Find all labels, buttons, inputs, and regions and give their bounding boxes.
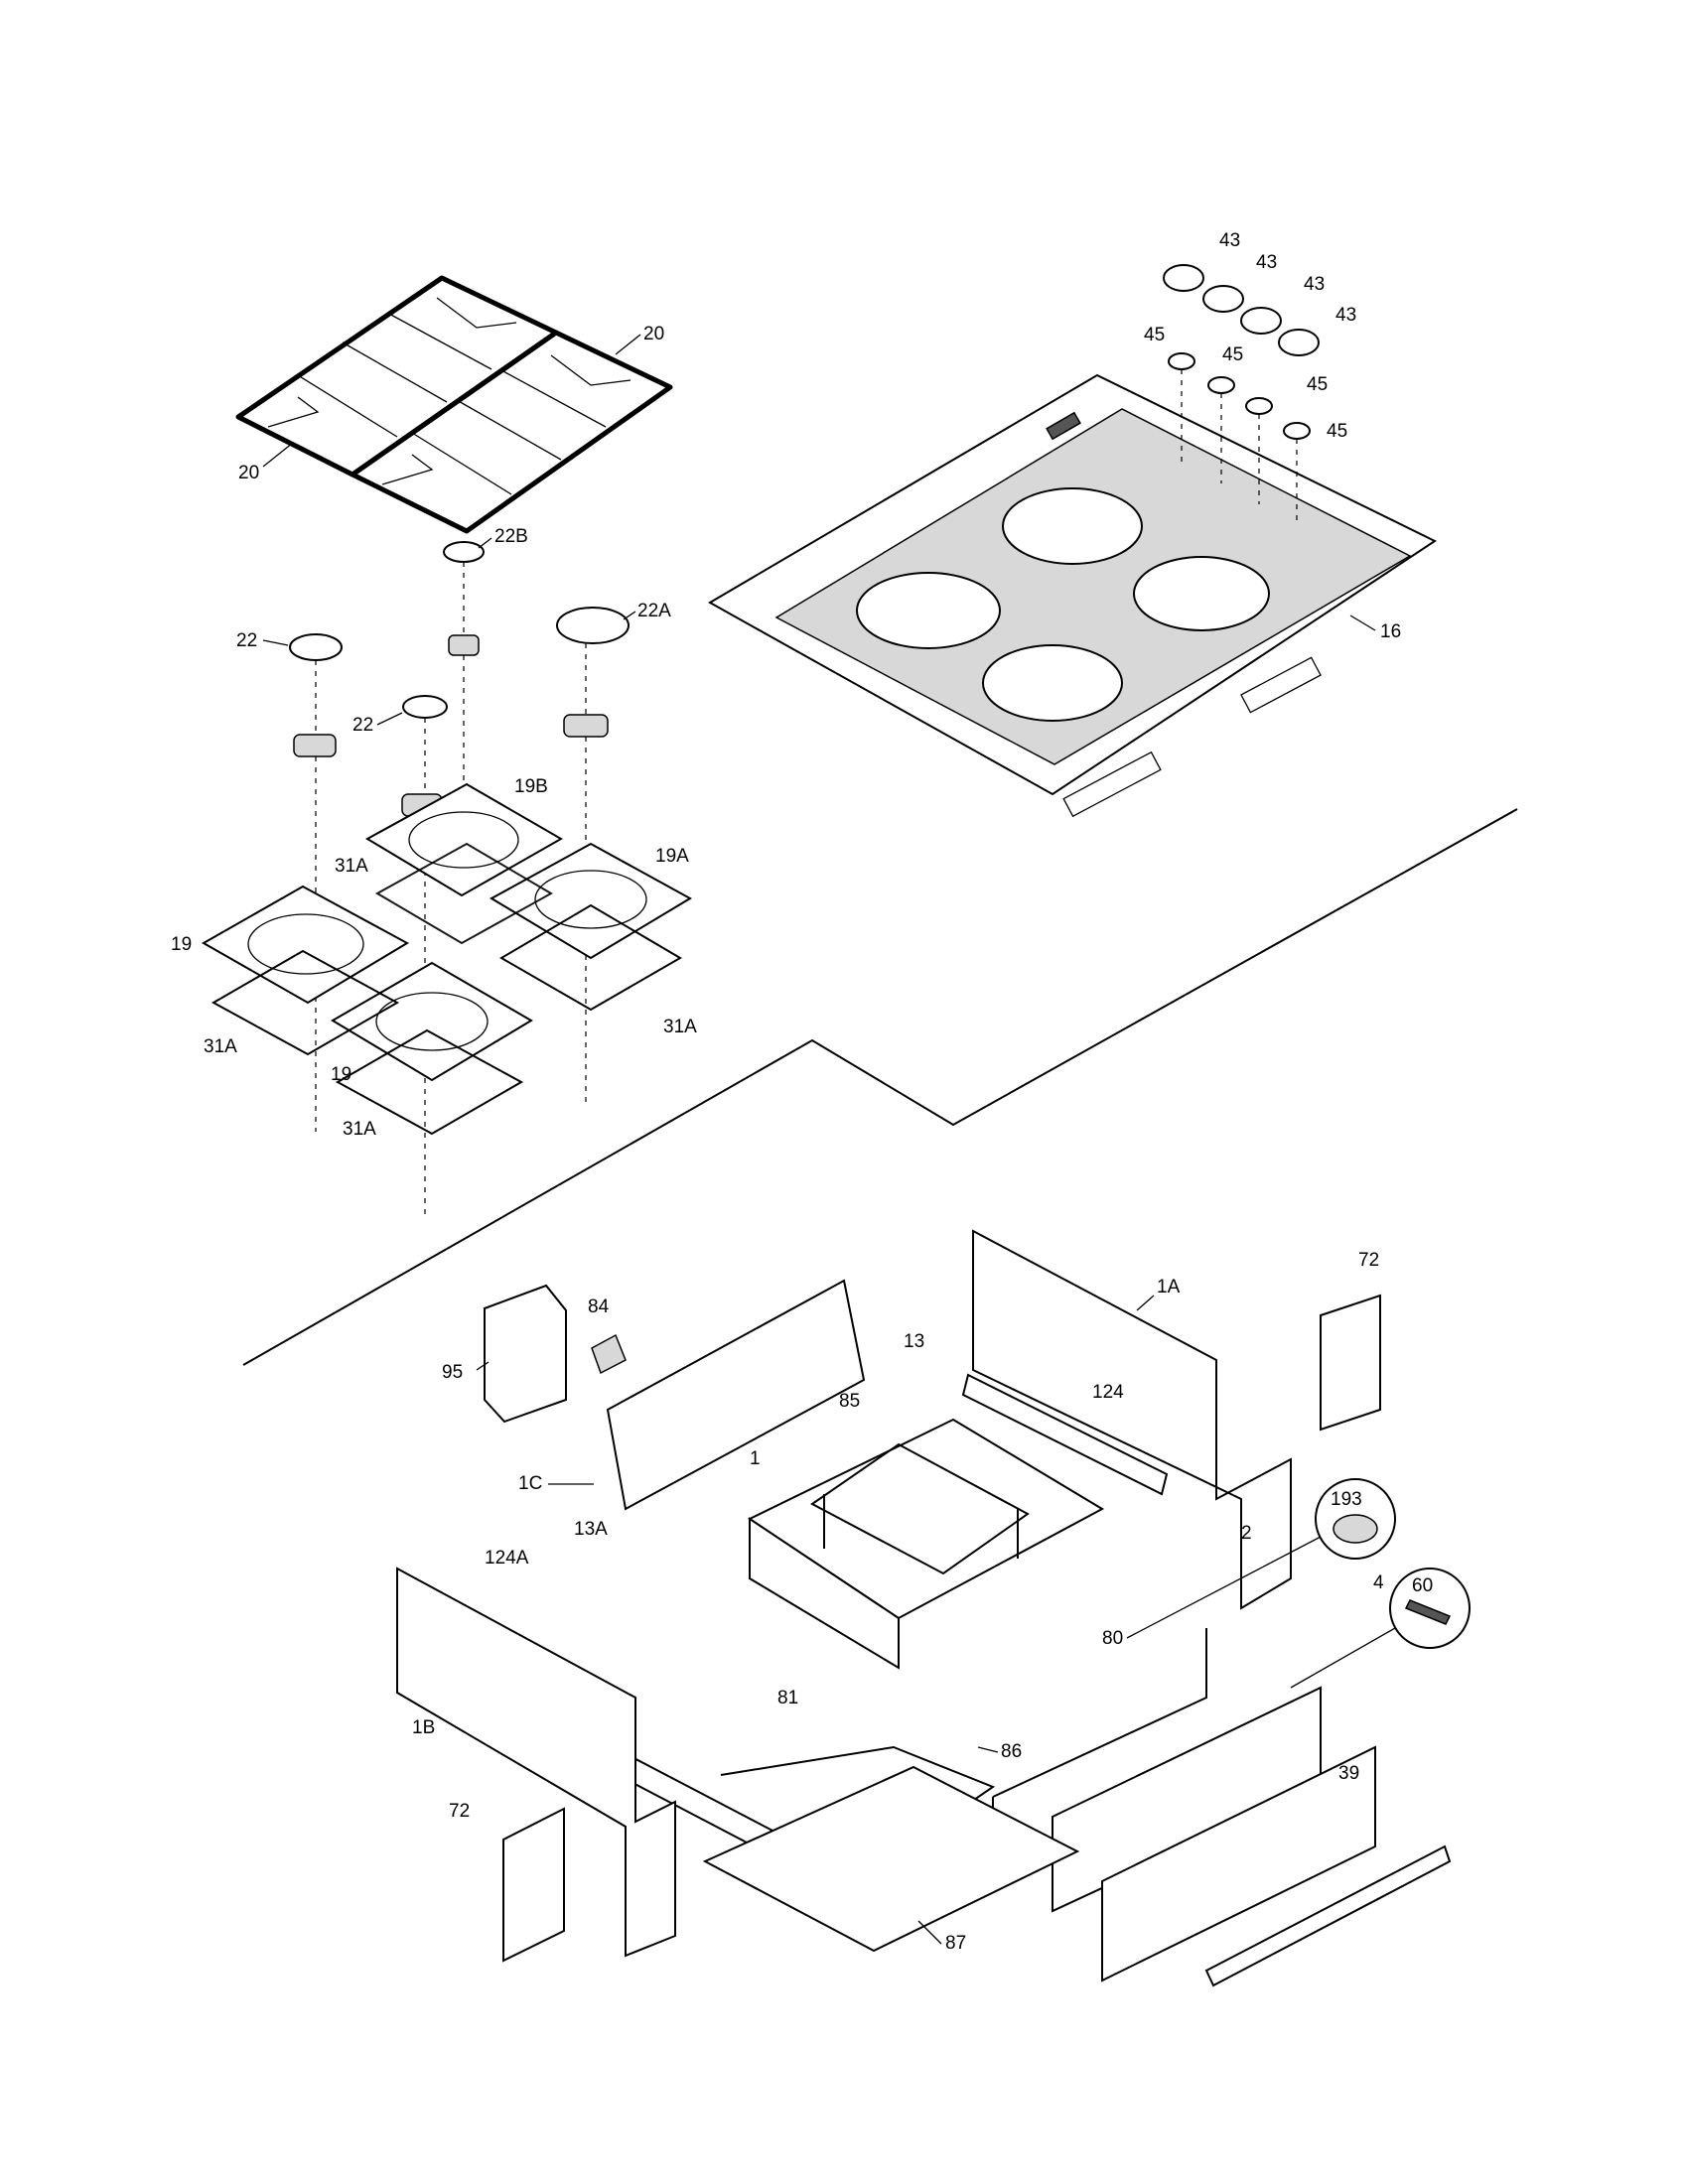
- label-slide-124a: 124A: [485, 1548, 529, 1569]
- front-4: [1101, 1745, 1376, 1982]
- label-seal-31a-rear: 31A: [335, 856, 368, 877]
- label-handle-39: 39: [1338, 1763, 1359, 1784]
- label-cap-22-front: 22: [352, 715, 373, 736]
- label-bottom-87: 87: [945, 1933, 966, 1954]
- label-gasket-80: 80: [1102, 1628, 1123, 1649]
- label-knob-43-4: 43: [1335, 305, 1356, 326]
- label-plug-193: 193: [1331, 1489, 1362, 1510]
- bracket-72-front: [502, 1807, 565, 1963]
- label-bezel-45-1: 45: [1144, 325, 1165, 345]
- label-knob-43-2: 43: [1256, 252, 1277, 273]
- label-box-95: 95: [442, 1362, 463, 1383]
- bottom-87: [702, 1765, 1080, 1953]
- control-knobs: [1163, 264, 1320, 356]
- side-panel-1a: [972, 1229, 1292, 1610]
- label-front-4: 4: [1373, 1572, 1384, 1593]
- label-pan-19-front: 19: [331, 1064, 351, 1085]
- label-cap-22: 22: [236, 630, 257, 651]
- label-side-panel-1b: 1B: [412, 1717, 435, 1738]
- label-element-81: 81: [777, 1688, 798, 1708]
- label-drawer-1: 1: [750, 1448, 761, 1469]
- label-bezel-45-2: 45: [1222, 344, 1243, 365]
- bracket-72-rear: [1320, 1294, 1381, 1432]
- label-bracket-72-front: 72: [449, 1801, 470, 1822]
- label-panel-2: 2: [1241, 1523, 1252, 1544]
- rear-panel-1c: [606, 1279, 866, 1511]
- label-grate-right: 20: [643, 324, 664, 344]
- label-pan-19: 19: [171, 934, 192, 955]
- label-cap-22b: 22B: [494, 526, 528, 547]
- label-cooktop-16: 16: [1380, 621, 1401, 642]
- side-panel-1b: [396, 1567, 676, 1958]
- label-pan-19a: 19A: [655, 846, 689, 867]
- plug-193-leader: [1126, 1536, 1322, 1639]
- rack-85: [810, 1442, 1030, 1575]
- label-switch-84: 84: [588, 1297, 610, 1317]
- screw-60-leader: [1290, 1627, 1396, 1689]
- box-95: [484, 1284, 567, 1424]
- knob-dash-lines: [1181, 369, 1298, 526]
- part-number-labels: 20 20 22B 22 22A 22 19B 19A 19 19 31A 31…: [171, 230, 1433, 1954]
- label-rear-panel-1c: 1C: [518, 1473, 542, 1494]
- label-bezel-45-4: 45: [1327, 421, 1347, 442]
- section-divider: [242, 808, 1518, 1366]
- label-cap-22a: 22A: [637, 601, 671, 621]
- label-seal-31a-right: 31A: [663, 1017, 697, 1037]
- label-knob-43-3: 43: [1304, 274, 1325, 295]
- label-knob-43-1: 43: [1219, 230, 1240, 251]
- label-grate-left: 20: [238, 463, 259, 483]
- burner-caps: [289, 541, 630, 719]
- cooktop: [707, 373, 1438, 818]
- grate-right: [350, 330, 673, 534]
- slide-124: [961, 1373, 1169, 1496]
- label-seal-31a-front: 31A: [343, 1119, 376, 1140]
- label-pan-19b: 19B: [514, 776, 548, 797]
- label-bezel-45-3: 45: [1307, 374, 1328, 395]
- label-rail-13a: 13A: [574, 1519, 608, 1540]
- label-slide-124: 124: [1092, 1382, 1124, 1403]
- burner-pans: [201, 782, 693, 1082]
- label-screw-60: 60: [1412, 1575, 1433, 1596]
- handle-39: [1204, 1844, 1452, 1987]
- label-clip-86: 86: [1001, 1741, 1022, 1762]
- label-rack-85: 85: [839, 1391, 860, 1412]
- label-rail-13: 13: [904, 1331, 924, 1352]
- plug-193-icon: [1333, 1514, 1378, 1544]
- burner-heads: [293, 634, 609, 817]
- label-bracket-72-rear: 72: [1358, 1250, 1379, 1271]
- screw-60-icon: [1404, 1599, 1452, 1625]
- label-side-panel-1a: 1A: [1157, 1277, 1181, 1297]
- switch-84: [591, 1333, 627, 1375]
- burner-seals: [210, 842, 682, 1136]
- leader-lines: [262, 334, 1376, 1945]
- knob-bezels: [1168, 352, 1311, 440]
- label-seal-31a-left: 31A: [204, 1036, 237, 1057]
- drawer-1-front: [749, 1517, 900, 1670]
